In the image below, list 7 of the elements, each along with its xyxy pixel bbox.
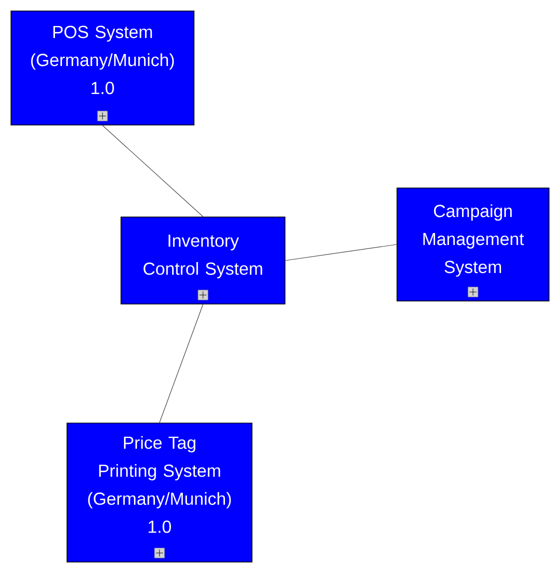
connector-line [159, 304, 204, 423]
system-box: POS System (Germany/Munich) 1.0 [10, 10, 194, 126]
system-box: Campaign Management System [396, 188, 550, 302]
connector-line [285, 244, 397, 261]
connector-line [102, 125, 204, 217]
system-box: Inventory Control System [120, 216, 286, 304]
system-box: Price Tag Printing System (Germany/Munich) 1.0 [66, 422, 252, 562]
